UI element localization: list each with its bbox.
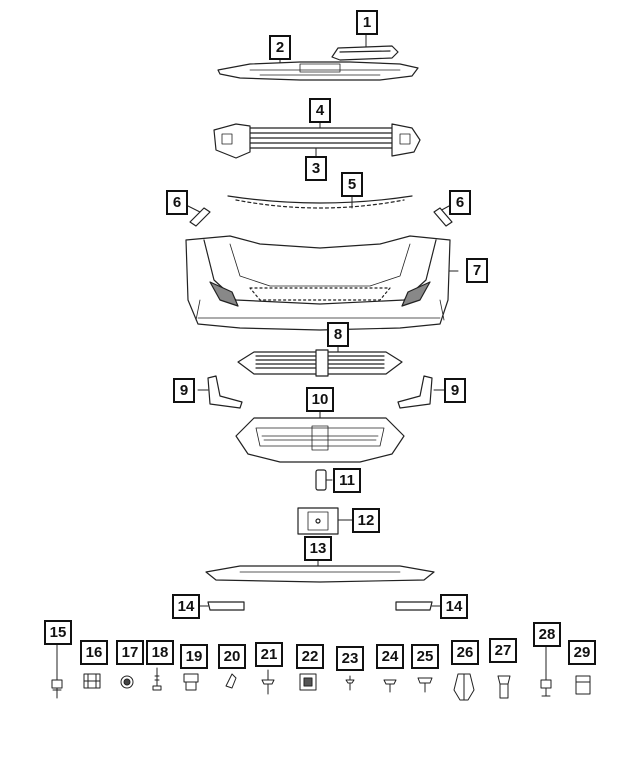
callout-4: 4: [309, 98, 331, 123]
part-12-license-bracket: [297, 507, 339, 535]
part-11-insert: [315, 469, 327, 491]
part-8-active-shutter: [237, 349, 403, 377]
callout-5: 5: [341, 172, 363, 197]
part-21-fastener: [261, 669, 275, 695]
callout-26: 26: [451, 640, 479, 665]
leader-lines: [56, 34, 547, 654]
callout-18: 18: [146, 640, 174, 665]
callout-6-left: 6: [166, 190, 188, 215]
part-2-upper-bar: [217, 61, 419, 81]
fasteners: [51, 651, 591, 701]
part-16-fastener: [83, 673, 101, 689]
callout-1: 1: [356, 10, 378, 35]
part-7-bumper-fascia: [185, 235, 451, 331]
part-28-fastener: [540, 651, 552, 697]
callout-11: 11: [333, 468, 361, 493]
part-13-skid-plate: [205, 565, 435, 583]
callout-12: 12: [352, 508, 380, 533]
part-18-fastener: [152, 667, 162, 691]
callout-14-left: 14: [172, 594, 200, 619]
part-22-fastener: [299, 673, 317, 691]
part-20-fastener: [225, 673, 237, 689]
part-29-fastener: [575, 675, 591, 695]
part-6-corner-brackets: [189, 207, 453, 227]
callout-17: 17: [116, 640, 144, 665]
part-15-fastener: [51, 652, 63, 699]
part-23-fastener: [345, 675, 355, 691]
callout-9-right: 9: [444, 378, 466, 403]
part-3-reinforcement-beam: [213, 123, 421, 159]
part-27-fastener: [497, 675, 511, 699]
callout-19: 19: [180, 644, 208, 669]
callout-24: 24: [376, 644, 404, 669]
callout-25: 25: [411, 644, 439, 669]
callout-22: 22: [296, 644, 324, 669]
callout-3: 3: [305, 156, 327, 181]
callout-16: 16: [80, 640, 108, 665]
callout-6-right: 6: [449, 190, 471, 215]
callout-13: 13: [304, 536, 332, 561]
part-19-fastener: [183, 673, 199, 691]
callout-28: 28: [533, 622, 561, 647]
part-17-fastener: [120, 675, 134, 689]
callout-7: 7: [466, 258, 488, 283]
callout-14-right: 14: [440, 594, 468, 619]
callout-15: 15: [44, 620, 72, 645]
part-14-side-trims: [207, 601, 433, 611]
callout-29: 29: [568, 640, 596, 665]
callout-21: 21: [255, 642, 283, 667]
part-9-air-deflectors: [207, 375, 433, 409]
part-24-fastener: [383, 679, 397, 693]
part-10-lower-grille: [235, 417, 405, 463]
callout-10: 10: [306, 387, 334, 412]
part-1-bracket: [331, 45, 399, 61]
part-25-fastener: [417, 677, 433, 693]
callout-20: 20: [218, 644, 246, 669]
callout-2: 2: [269, 35, 291, 60]
part-26-fastener: [453, 673, 475, 701]
callout-23: 23: [336, 646, 364, 671]
callout-27: 27: [489, 638, 517, 663]
callout-8: 8: [327, 322, 349, 347]
callout-9-left: 9: [173, 378, 195, 403]
part-5-garnish-strip: [227, 195, 413, 209]
